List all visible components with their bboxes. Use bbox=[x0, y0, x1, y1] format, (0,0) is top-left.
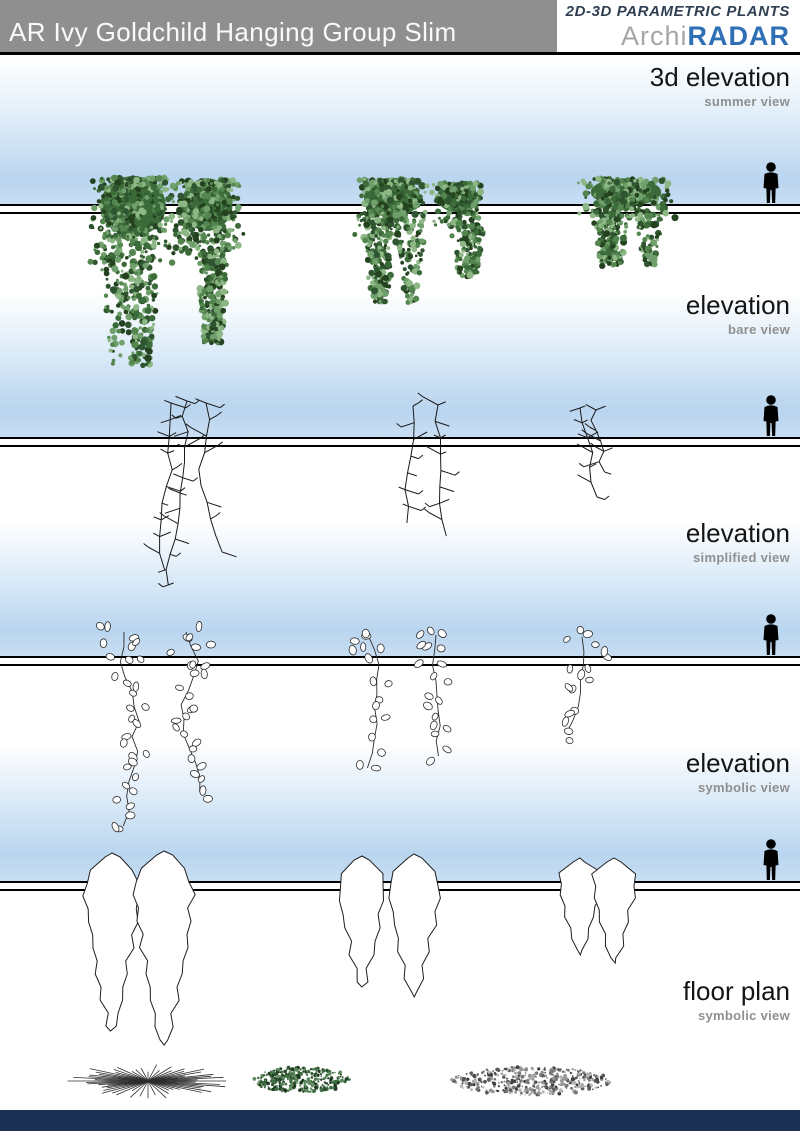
section-label-floor-plan: floor plan symbolic view bbox=[683, 976, 790, 1024]
footer-bar bbox=[0, 1110, 800, 1131]
view-subtitle: symbolic view bbox=[697, 1008, 790, 1024]
slab-line-1 bbox=[0, 204, 800, 214]
view-title: elevation bbox=[685, 518, 790, 548]
sky-band-4 bbox=[0, 665, 800, 881]
view-title: elevation bbox=[685, 748, 790, 778]
view-subtitle: bare view bbox=[728, 322, 790, 338]
slab-line-2 bbox=[0, 437, 800, 447]
header-divider bbox=[0, 52, 800, 55]
view-subtitle: summer view bbox=[704, 94, 790, 110]
section-label-elevation-bare: elevation bare view bbox=[685, 290, 790, 338]
tagline: 2D-3D PARAMETRIC PLANTS bbox=[565, 3, 790, 20]
slab-line-3 bbox=[0, 656, 800, 666]
section-label-elevation-simplified: elevation simplified view bbox=[685, 518, 790, 566]
view-subtitle: simplified view bbox=[693, 550, 790, 566]
sky-band-3 bbox=[0, 446, 800, 656]
brand-logo: ArchiRADAR bbox=[621, 21, 790, 52]
brand-logo-radar: RADAR bbox=[687, 21, 790, 51]
slab-line-4 bbox=[0, 881, 800, 891]
brand-logo-archi: Archi bbox=[620, 21, 688, 51]
header-title-bar: AR Ivy Goldchild Hanging Group Slim bbox=[0, 0, 557, 52]
view-title: elevation bbox=[685, 290, 790, 320]
view-subtitle: symbolic view bbox=[697, 780, 790, 796]
view-title: floor plan bbox=[683, 976, 790, 1006]
section-label-3d-elevation: 3d elevation summer view bbox=[649, 62, 790, 110]
section-label-elevation-symbolic: elevation symbolic view bbox=[685, 748, 790, 796]
page-title: AR Ivy Goldchild Hanging Group Slim bbox=[9, 17, 457, 47]
floor-plan-band bbox=[0, 890, 800, 1110]
sky-band-2 bbox=[0, 213, 800, 437]
view-title: 3d elevation bbox=[649, 62, 790, 92]
